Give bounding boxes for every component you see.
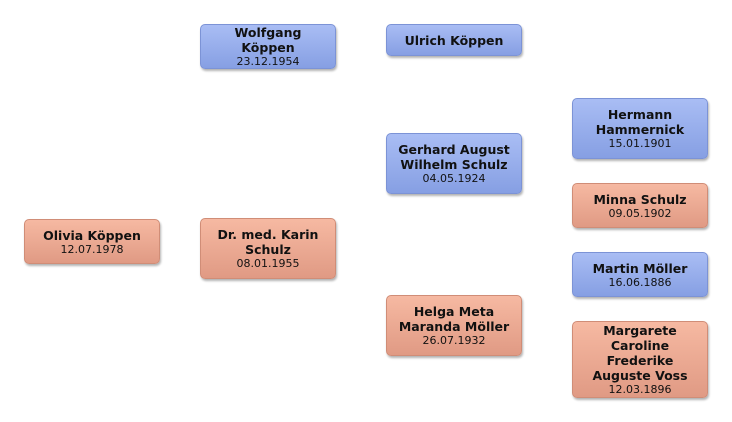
person-birth-date: 09.05.1902 bbox=[608, 206, 672, 220]
person-name: Margarete Caroline Frederike Auguste Vos… bbox=[592, 323, 688, 383]
person-birth-date: 04.05.1924 bbox=[422, 172, 486, 185]
person-birth-date: 12.03.1896 bbox=[608, 383, 672, 396]
person-card-ulrich-koeppen[interactable]: Ulrich Köppen bbox=[386, 24, 522, 56]
person-name: Wolfgang Köppen bbox=[234, 25, 302, 55]
person-card-karin-schulz[interactable]: Dr. med. Karin Schulz 08.01.1955 bbox=[200, 218, 336, 279]
person-name: Gerhard August Wilhelm Schulz bbox=[398, 142, 510, 172]
person-birth-date: 08.01.1955 bbox=[236, 257, 300, 270]
person-name: Hermann Hammernick bbox=[595, 107, 685, 137]
person-card-martin-moeller[interactable]: Martin Möller 16.06.1886 bbox=[572, 252, 708, 297]
person-card-wolfgang-koeppen[interactable]: Wolfgang Köppen 23.12.1954 bbox=[200, 24, 336, 69]
person-card-gerhard-schulz[interactable]: Gerhard August Wilhelm Schulz 04.05.1924 bbox=[386, 133, 522, 194]
person-card-hermann-hammernick[interactable]: Hermann Hammernick 15.01.1901 bbox=[572, 98, 708, 159]
person-name: Minna Schulz bbox=[593, 191, 687, 207]
person-card-margarete-voss[interactable]: Margarete Caroline Frederike Auguste Vos… bbox=[572, 321, 708, 398]
person-birth-date: 26.07.1932 bbox=[422, 334, 486, 347]
person-birth-date: 12.07.1978 bbox=[60, 242, 124, 256]
person-name: Olivia Köppen bbox=[43, 227, 141, 243]
person-birth-date: 23.12.1954 bbox=[236, 55, 300, 68]
person-card-minna-schulz[interactable]: Minna Schulz 09.05.1902 bbox=[572, 183, 708, 228]
person-name: Ulrich Köppen bbox=[404, 32, 504, 48]
person-name: Helga Meta Maranda Möller bbox=[398, 304, 510, 334]
person-birth-date: 15.01.1901 bbox=[608, 137, 672, 150]
person-birth-date: 16.06.1886 bbox=[608, 275, 672, 289]
person-card-olivia-koeppen[interactable]: Olivia Köppen 12.07.1978 bbox=[24, 219, 160, 264]
person-name: Martin Möller bbox=[592, 260, 688, 276]
person-card-helga-moeller[interactable]: Helga Meta Maranda Möller 26.07.1932 bbox=[386, 295, 522, 356]
person-name: Dr. med. Karin Schulz bbox=[217, 227, 319, 257]
